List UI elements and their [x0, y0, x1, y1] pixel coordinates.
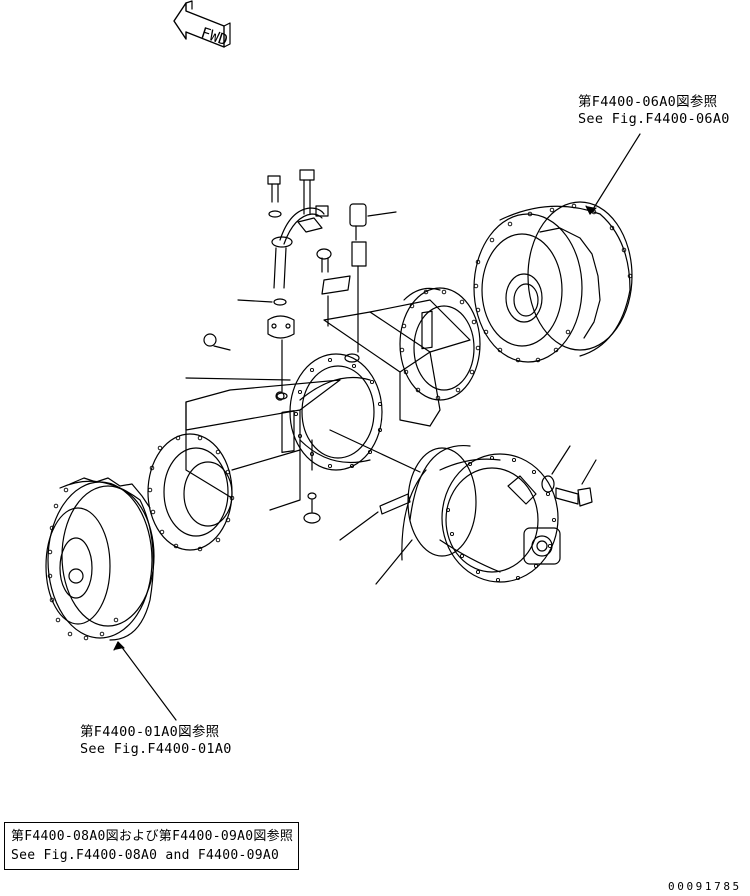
- left-final-drive: [45, 477, 177, 721]
- reference-label-lower-left: 第F4400-01A0図参照 See Fig.F4400-01A0: [80, 724, 232, 758]
- differential-carrier: [303, 445, 597, 585]
- fwd-arrow-icon: FWD: [173, 0, 231, 49]
- fwd-text: FWD: [199, 24, 230, 49]
- reference-box-en: See Fig.F4400-08A0 and F4400-09A0: [11, 848, 280, 863]
- reference-label-upper-right: 第F4400-06A0図参照 See Fig.F4400-06A0: [578, 94, 730, 128]
- reference-upper-right-en: See Fig.F4400-06A0: [578, 111, 730, 127]
- reference-upper-right-jp: 第F4400-06A0図参照: [578, 94, 718, 110]
- right-final-drive: [473, 133, 641, 363]
- reference-lower-left-en: See Fig.F4400-01A0: [80, 741, 232, 757]
- drawing-number: 00091785: [668, 880, 742, 893]
- breather-parts: [237, 169, 397, 400]
- axle-housing: [147, 287, 481, 552]
- reference-box-jp: 第F4400-08A0図および第F4400-09A0図参照: [11, 829, 294, 844]
- reference-box: 第F4400-08A0図および第F4400-09A0図参照 See Fig.F4…: [4, 822, 299, 870]
- reference-lower-left-jp: 第F4400-01A0図参照: [80, 724, 220, 740]
